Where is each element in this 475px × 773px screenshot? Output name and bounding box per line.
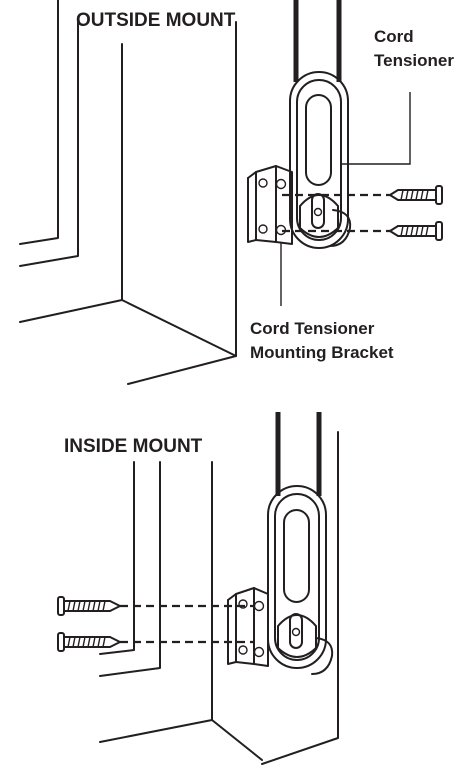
inside-mounting-bracket [227,587,269,667]
inside-mount-title: INSIDE MOUNT [64,436,203,457]
outside-mount-panel: OUTSIDE MOUNT Cord Tensioner Cord Tensio… [19,0,454,385]
label-bracket-line1: Cord Tensioner [250,319,375,338]
outside-screw-guides [282,193,390,233]
inside-screw-guides [120,604,254,644]
inside-window-frame [99,431,339,765]
outside-cords [293,0,342,82]
inside-mount-panel: INSIDE MOUNT [57,412,339,765]
label-cord-tensioner-line1: Cord [374,27,414,46]
leader-cord-tensioner [340,92,411,165]
outside-window-frame [19,0,237,385]
inside-screw-top [57,596,121,616]
label-bracket-line2: Mounting Bracket [250,343,394,362]
outside-screw-bottom [389,221,443,241]
outside-mount-title: OUTSIDE MOUNT [76,10,236,31]
inside-cords [275,412,322,496]
inside-cord-tensioner [267,485,334,675]
label-cord-tensioner-line2: Tensioner [374,51,454,70]
inside-screw-bottom [57,632,121,652]
outside-cord-tensioner [289,71,352,249]
outside-mounting-bracket [247,165,293,245]
outside-screw-top [389,185,443,205]
